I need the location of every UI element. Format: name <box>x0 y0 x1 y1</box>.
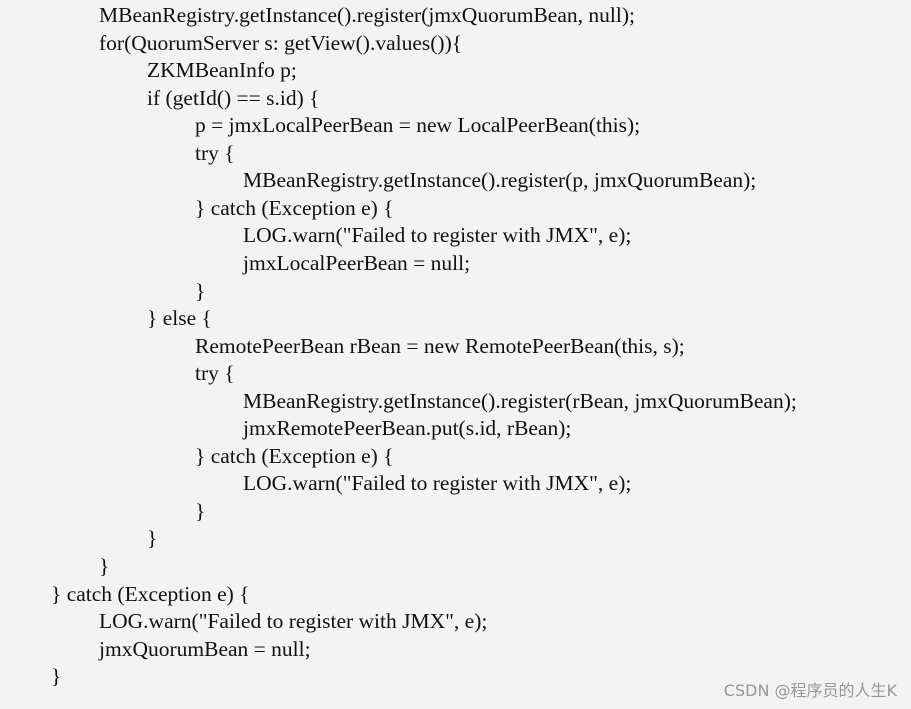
code-line: jmxQuorumBean = null; <box>99 636 311 661</box>
code-line: try { <box>195 140 235 165</box>
code-line: } <box>195 498 206 523</box>
code-line: } <box>51 664 62 689</box>
code-line: if (getId() == s.id) { <box>147 85 320 110</box>
code-line: } catch (Exception e) { <box>195 195 394 220</box>
code-line: LOG.warn("Failed to register with JMX", … <box>243 471 632 496</box>
code-line: jmxRemotePeerBean.put(s.id, rBean); <box>243 416 572 441</box>
code-line: MBeanRegistry.getInstance().register(rBe… <box>243 388 797 413</box>
code-line: jmxLocalPeerBean = null; <box>243 250 471 275</box>
code-line: LOG.warn("Failed to register with JMX", … <box>99 609 488 634</box>
code-line: p = jmxLocalPeerBean = new LocalPeerBean… <box>195 113 641 138</box>
code-line: } catch (Exception e) { <box>51 581 250 606</box>
code-line: } <box>147 526 158 551</box>
code-line: MBeanRegistry.getInstance().register(jmx… <box>99 3 635 27</box>
csdn-watermark: CSDN @程序员的人生K <box>723 681 897 700</box>
code-line: LOG.warn("Failed to register with JMX", … <box>243 223 632 248</box>
code-line: } <box>195 278 206 303</box>
code-line: MBeanRegistry.getInstance().register(p, … <box>243 168 757 193</box>
code-line: ZKMBeanInfo p; <box>147 58 297 83</box>
code-line: } else { <box>147 306 212 331</box>
code-line: for(QuorumServer s: getView().values()){ <box>99 30 463 55</box>
code-line: RemotePeerBean rBean = new RemotePeerBea… <box>195 333 685 358</box>
code-line: } <box>99 554 110 578</box>
code-line: try { <box>195 361 235 386</box>
code-line: } catch (Exception e) { <box>195 443 394 468</box>
